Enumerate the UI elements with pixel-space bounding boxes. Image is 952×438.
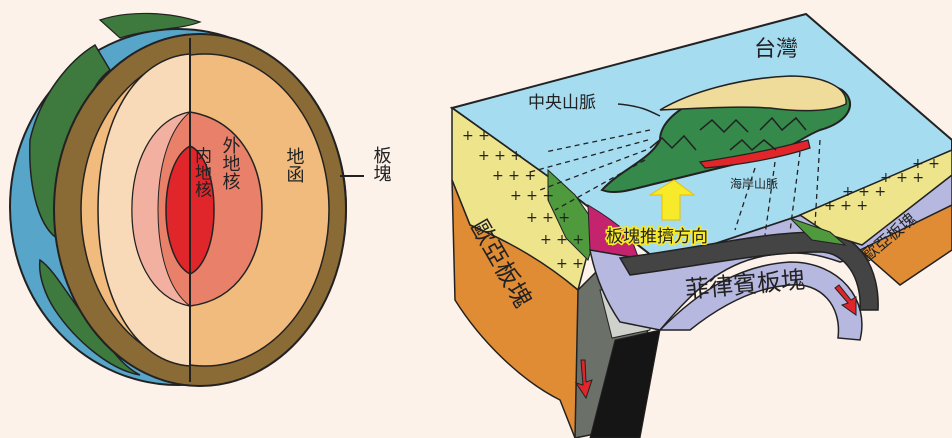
svg-text:+ + +: + + + <box>880 170 924 186</box>
fault-dashes <box>529 129 821 236</box>
coastal-range <box>698 139 811 169</box>
green-strip <box>547 168 599 261</box>
push-direction-label: 板塊推擠方向 <box>606 227 708 247</box>
svg-text:+ +: + + <box>912 156 940 172</box>
mountain-ridges <box>649 116 807 152</box>
crust-label: 板塊 <box>371 146 392 182</box>
svg-text:+ + +: + + + <box>824 198 868 214</box>
central-range-label: 中央山脈 <box>528 93 596 113</box>
svg-text:+ + +: + + + <box>478 148 522 164</box>
taiwan-label: 台灣 <box>754 37 798 62</box>
central-range-leader <box>617 103 661 117</box>
land-mass <box>98 12 202 39</box>
subduction-arrow-icon <box>834 284 857 316</box>
eurasian-plate-left <box>451 179 606 438</box>
earth-cross-section: 内地核 外地核 地函 板塊 <box>9 12 392 387</box>
land-mass <box>38 258 141 376</box>
svg-text:+ + +: + + + <box>510 188 554 204</box>
crust-markings: + ++ + + + + ++ + + + + ++ + + + + + + +… <box>462 128 940 272</box>
coastal-range-label: 海岸山脈 <box>730 176 778 191</box>
svg-text:+ +: + + <box>556 256 584 272</box>
outer-core-label: 外地核 <box>220 136 241 190</box>
mantle-label: 地函 <box>284 147 305 183</box>
svg-text:+ + +: + + + <box>842 184 886 200</box>
island-top <box>659 75 847 112</box>
plate-edge-stripe <box>618 231 879 311</box>
subducting-slab-dark <box>589 329 661 438</box>
svg-text:+ + +: + + + <box>526 210 570 226</box>
svg-text:+ +: + + <box>462 128 490 144</box>
inner-core-label: 内地核 <box>191 146 212 197</box>
philippine-plate-curve <box>658 261 863 341</box>
green-strip-right <box>789 217 847 246</box>
push-arrow-icon <box>648 179 696 221</box>
eurasian-plate-right <box>858 204 952 286</box>
svg-text:+ + +: + + + <box>540 232 584 248</box>
subduction-arrow-icon <box>574 359 593 400</box>
svg-text:+ + +: + + + <box>492 168 536 184</box>
taiwan-block-diagram: + ++ + + + + ++ + + + + ++ + + + + + + +… <box>449 12 952 438</box>
